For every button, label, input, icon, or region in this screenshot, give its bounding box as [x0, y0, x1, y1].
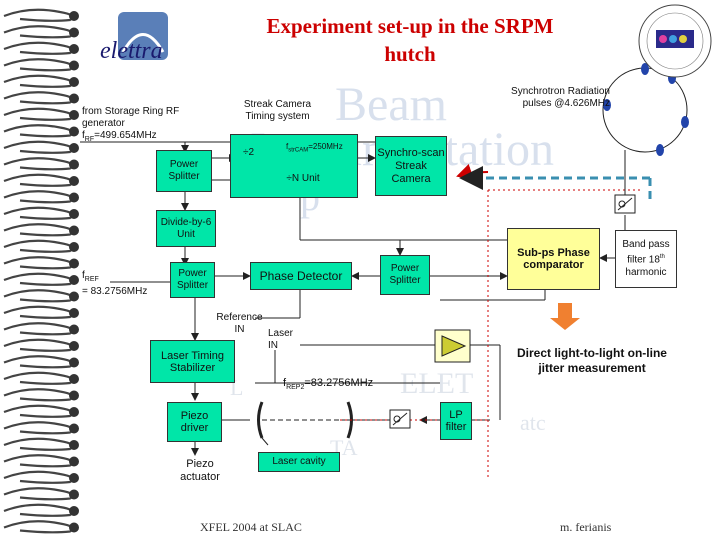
timing-system-box: ÷2 fstrCAM=250MHz ÷N Unit — [230, 134, 358, 198]
power-splitter-3: Power Splitter — [380, 255, 430, 295]
spiral-hole — [69, 11, 79, 21]
divide-by-6-unit: Divide-by-6 Unit — [156, 210, 216, 247]
spiral-hole — [69, 159, 79, 170]
reference-in-label: Reference IN — [216, 312, 263, 335]
fstrcam-label: fstrCAM=250MHz — [286, 142, 343, 154]
svg-text:atc: atc — [520, 410, 546, 435]
synchroscan-camera: Synchro-scan Streak Camera — [375, 136, 447, 196]
band-pass-filter: Band pass filter 18th harmonic — [615, 230, 677, 288]
spiral-hole — [69, 423, 79, 434]
streak-timing-label: Streak Camera Timing system — [243, 99, 312, 122]
phase-shifter-icon — [614, 194, 636, 214]
elettra-logo: elettra — [100, 12, 170, 70]
subps-phase-comparator: Sub-ps Phase comparator — [507, 228, 600, 290]
spiral-hole — [69, 506, 79, 516]
laser-in-label: Laser IN — [268, 328, 294, 351]
piezo-actuator-label: Piezo actuator — [180, 458, 220, 483]
spiral-hole — [69, 44, 79, 54]
laser-timing-stabilizer: Laser Timing Stabilizer — [150, 340, 235, 383]
phase-shifter-icon — [389, 409, 411, 429]
beam-instrumentation-logo — [638, 4, 712, 78]
lp-filter: LP filter — [440, 402, 472, 440]
amplifier-triangle-icon — [434, 329, 471, 363]
phase-detector: Phase Detector — [250, 262, 352, 290]
spiral-hole — [69, 192, 79, 203]
spiral-hole — [69, 242, 79, 252]
svg-text:Beam: Beam — [335, 78, 447, 131]
power-splitter-1: Power Splitter — [156, 150, 212, 192]
piezo-driver: Piezo driver — [167, 402, 222, 442]
spiral-hole — [69, 341, 79, 351]
div2-label: ÷2 — [243, 147, 255, 158]
spiral-hole — [69, 324, 79, 335]
spiral-hole — [69, 176, 79, 186]
spiral-binding — [3, 8, 79, 534]
elettra-wordmark: elettra — [100, 38, 163, 64]
spiral-hole — [69, 357, 79, 368]
page-title: Experiment set-up in the SRPM hutch — [266, 14, 554, 66]
spiral-hole — [69, 93, 79, 104]
footer-right: m. ferianis — [560, 520, 612, 534]
spiral-hole — [69, 440, 79, 450]
storage-ring-label: from Storage Ring RF generator fRF=499.6… — [82, 106, 180, 143]
spiral-hole — [69, 407, 79, 417]
spiral-hole — [69, 77, 79, 87]
spiral-hole — [69, 126, 79, 137]
power-splitter-2: Power Splitter — [170, 262, 215, 298]
spiral-hole — [69, 110, 79, 120]
div-n-label: ÷N Unit — [286, 173, 320, 184]
spiral-hole — [69, 390, 79, 401]
spiral-hole — [69, 291, 79, 302]
spiral-hole — [69, 275, 79, 285]
direct-light-box: Direct light-to-light on-line jitter mea… — [512, 332, 672, 390]
spiral-hole — [69, 473, 79, 483]
spiral-hole — [69, 225, 79, 236]
laser-cavity: Laser cavity — [258, 452, 340, 472]
frep2-label: fREP2=83.2756MHz — [283, 377, 374, 392]
footer-left: XFEL 2004 at SLAC — [200, 520, 302, 534]
spiral-hole — [69, 27, 79, 38]
spiral-hole — [69, 489, 79, 500]
spiral-hole — [69, 209, 79, 219]
synchrotron-pulses-label: Synchrotron Radiation pulses @4.626MHz — [511, 86, 610, 109]
spiral-hole — [69, 60, 79, 71]
spiral-hole — [69, 374, 79, 384]
spiral-hole — [69, 258, 79, 269]
spiral-hole — [69, 456, 79, 467]
spiral-hole — [69, 308, 79, 318]
spiral-hole — [69, 143, 79, 153]
spiral-hole — [69, 522, 79, 533]
fref-label: fREF = 83.2756MHz — [82, 270, 148, 297]
